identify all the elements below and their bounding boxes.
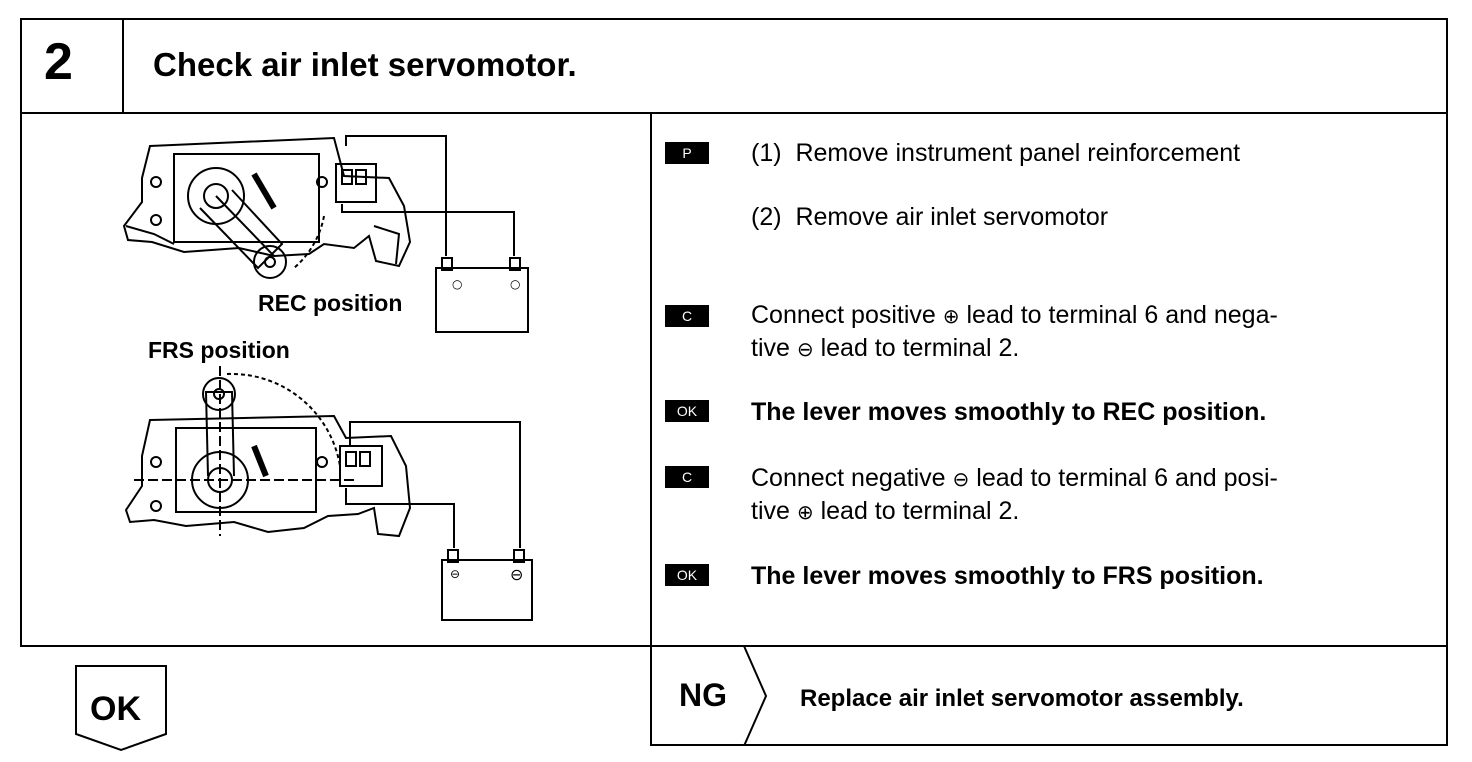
step-number: 2 xyxy=(44,33,73,91)
svg-text:⊖: ⊖ xyxy=(450,567,460,581)
ng-box xyxy=(650,645,1448,746)
step-1-text: (1) Remove instrument panel reinforcemen… xyxy=(751,139,1241,167)
ok-frs-text: The lever moves smoothly to FRS position… xyxy=(751,562,1264,590)
tag-c-2: C xyxy=(665,466,709,488)
tag-p: P xyxy=(665,142,709,164)
positive-symbol-icon: ⊕ xyxy=(796,500,814,524)
negative-symbol-icon: ⊖ xyxy=(952,467,970,491)
header-title-box xyxy=(122,18,1448,114)
tag-c-1: C xyxy=(665,305,709,327)
negative-symbol-icon: ⊖ xyxy=(796,337,814,361)
step-2-text: (2) Remove air inlet servomotor xyxy=(751,203,1109,231)
rec-position-label: REC position xyxy=(258,290,403,316)
ok-label: OK xyxy=(90,690,141,728)
svg-text:⊖: ⊖ xyxy=(510,565,523,584)
frs-position-label: FRS position xyxy=(148,337,290,363)
ng-action-text: Replace air inlet servomotor assembly. xyxy=(800,685,1244,712)
text-part: lead to terminal 6 and posi- xyxy=(976,464,1278,492)
page-title: Check air inlet servomotor. xyxy=(153,46,577,83)
column-divider xyxy=(650,112,652,647)
ok-rec-text: The lever moves smoothly to REC position… xyxy=(751,398,1267,426)
svg-text:○: ○ xyxy=(452,277,462,291)
ng-label: NG xyxy=(679,677,727,713)
svg-text:○: ○ xyxy=(510,277,520,291)
tag-ok-2: OK xyxy=(665,564,709,586)
servomotor-diagram: ○ ○ ⊖ ⊖ xyxy=(122,135,533,621)
text-part: lead to terminal 2. xyxy=(820,497,1020,525)
header-number-box xyxy=(20,18,124,114)
positive-symbol-icon: ⊕ xyxy=(942,304,960,328)
connect-positive-text: Connect positive ⊕ lead to terminal 6 an… xyxy=(751,299,1278,365)
text-part: Connect positive xyxy=(751,301,936,329)
ok-arrow-box xyxy=(75,665,167,752)
connect-negative-text: Connect negative ⊖ lead to terminal 6 an… xyxy=(751,462,1278,528)
text-part: Connect negative xyxy=(751,464,946,492)
text-part: lead to terminal 6 and nega- xyxy=(966,301,1278,329)
text-part: tive xyxy=(751,497,790,525)
tag-ok-1: OK xyxy=(665,400,709,422)
ng-divider-chevron xyxy=(743,646,768,746)
text-part: lead to terminal 2. xyxy=(820,334,1020,362)
text-part: tive xyxy=(751,334,790,362)
